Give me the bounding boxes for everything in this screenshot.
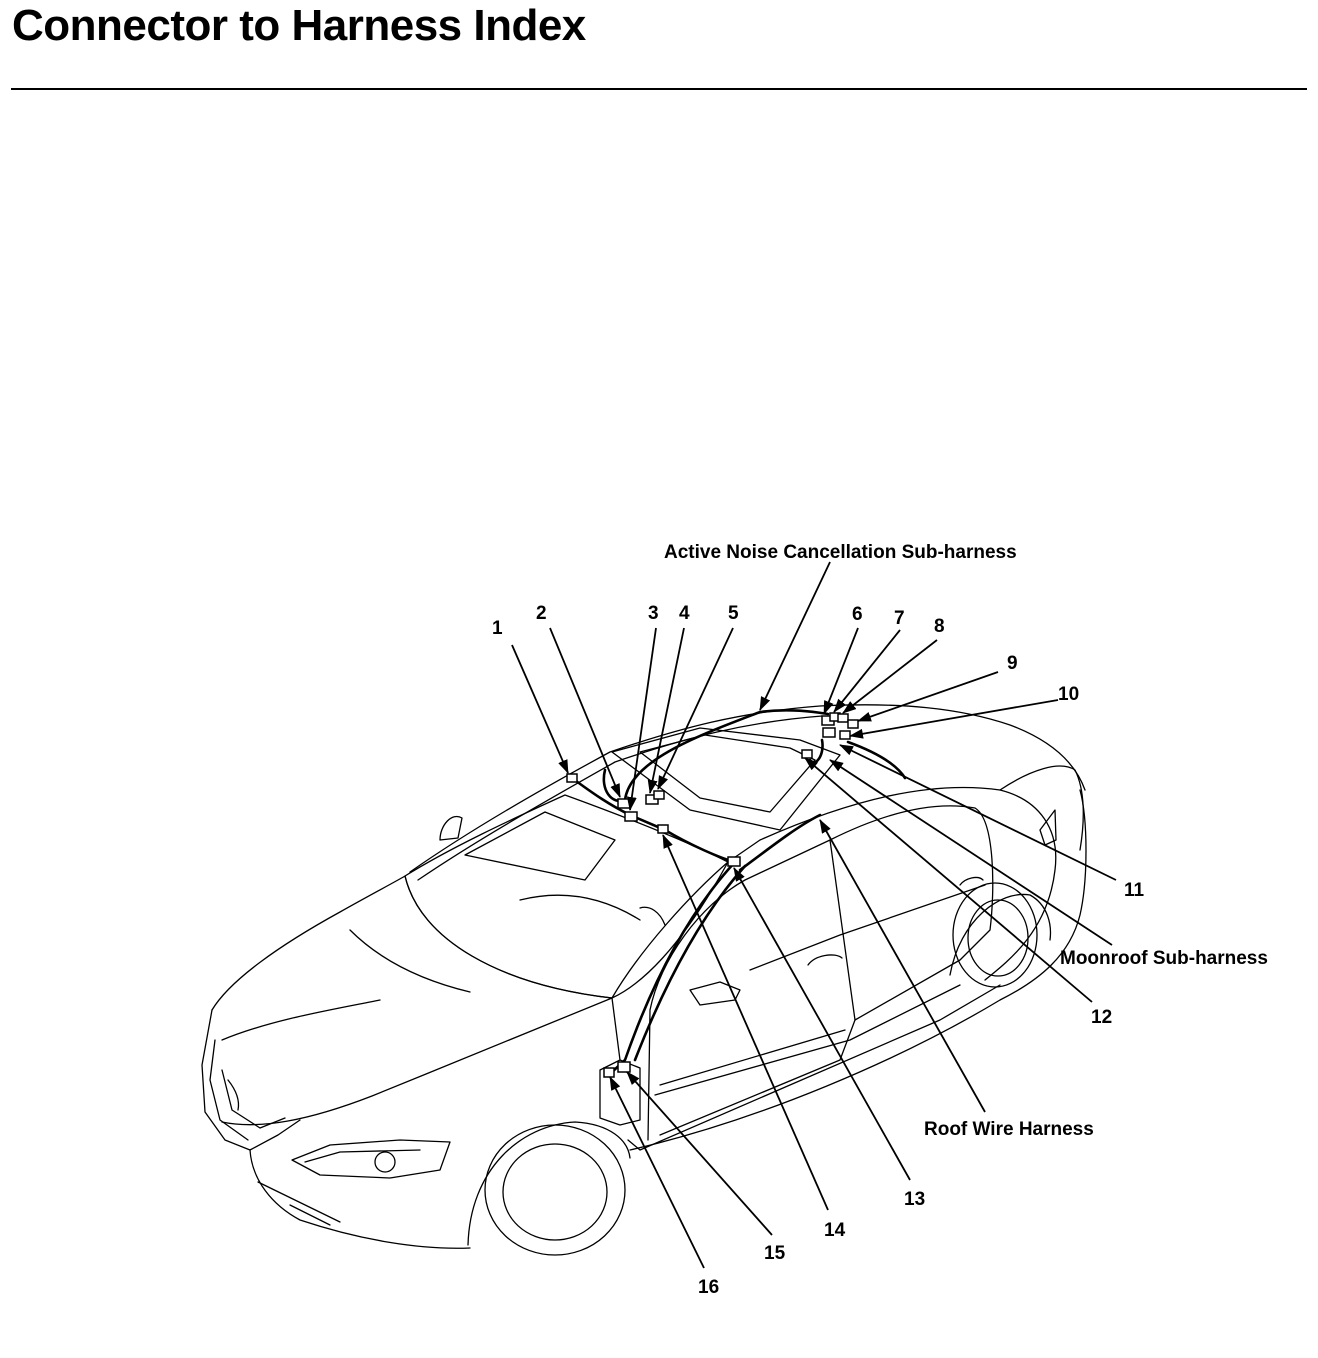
leader-lines [511, 561, 1117, 1269]
leader-3 [626, 627, 657, 811]
connector-9 [847, 719, 859, 729]
leader-1 [511, 644, 569, 774]
connector-2 [617, 798, 631, 809]
leader-16 [609, 1076, 705, 1269]
leader-15 [626, 1071, 773, 1236]
callout-11: 11 [1124, 880, 1145, 901]
leader-active-noise [759, 561, 831, 711]
windshield [404, 794, 729, 999]
page-title: Connector to Harness Index [12, 1, 586, 50]
left-mirror [439, 815, 463, 841]
trunk [999, 765, 1084, 851]
leader-7 [833, 629, 901, 713]
front-door-handle [807, 954, 843, 966]
leader-13 [733, 867, 911, 1181]
side-mirror [689, 981, 741, 1006]
callout-14: 14 [824, 1220, 846, 1241]
moonroof-harness-line [846, 740, 907, 780]
callout-7: 7 [894, 608, 905, 629]
leader-6 [823, 627, 859, 715]
label-moonroof-sub-harness: Moonroof Sub-harness [1060, 948, 1268, 969]
callout-12: 12 [1091, 1007, 1112, 1028]
headlight [291, 1139, 451, 1179]
leader-14 [662, 834, 829, 1211]
connector-14 [657, 824, 669, 834]
connector-8 [837, 713, 849, 723]
callout-13: 13 [904, 1189, 925, 1210]
callout-15: 15 [764, 1243, 786, 1264]
connector-1 [566, 773, 578, 783]
rear-wheel-arch [949, 893, 1052, 976]
callout-5: 5 [728, 603, 739, 624]
front-door [647, 839, 856, 1141]
leader-4 [647, 627, 685, 794]
leader-5 [657, 627, 734, 790]
diagram-labels: Active Noise Cancellation Sub-harness Mo… [492, 542, 1268, 1298]
label-active-noise-sub-harness: Active Noise Cancellation Sub-harness [664, 542, 1017, 563]
label-roof-wire-harness: Roof Wire Harness [924, 1119, 1094, 1140]
leader-12 [804, 757, 1093, 1003]
hood [211, 875, 613, 1126]
callout-2: 2 [536, 603, 547, 624]
leader-moonroof [829, 759, 1113, 946]
front-bumper [249, 1149, 471, 1249]
callout-8: 8 [934, 616, 945, 637]
callout-9: 9 [1007, 653, 1018, 674]
callout-4: 4 [679, 603, 690, 624]
side-body [629, 789, 1087, 1151]
connector-3 [624, 811, 638, 822]
callout-10: 10 [1058, 684, 1079, 705]
connector-10 [839, 730, 851, 740]
callout-16: 16 [698, 1277, 719, 1298]
connector-12 [801, 749, 813, 759]
grille [201, 1009, 301, 1151]
roof-wire-harness-line [570, 776, 737, 864]
title-divider [11, 88, 1307, 90]
callout-6: 6 [852, 604, 863, 625]
callout-1: 1 [492, 618, 503, 639]
connector-13 [727, 856, 741, 867]
front-wheel [484, 1124, 626, 1256]
leader-8 [842, 639, 938, 714]
rear-wheel [952, 882, 1038, 988]
callout-3: 3 [648, 603, 659, 624]
connector-11 [822, 727, 836, 738]
leader-2 [549, 627, 621, 798]
connector-15 [617, 1061, 631, 1073]
connectors [566, 712, 859, 1078]
car-illustration [201, 704, 1087, 1256]
leader-11 [839, 744, 1117, 881]
leader-roof [819, 819, 986, 1113]
leader-9 [857, 671, 999, 722]
moonroof [611, 727, 841, 831]
rear-door-handle [959, 876, 984, 886]
connector-5 [653, 790, 665, 800]
car-roof-outline [409, 704, 1086, 873]
connector-16 [603, 1067, 615, 1078]
leader-10 [849, 699, 1059, 739]
